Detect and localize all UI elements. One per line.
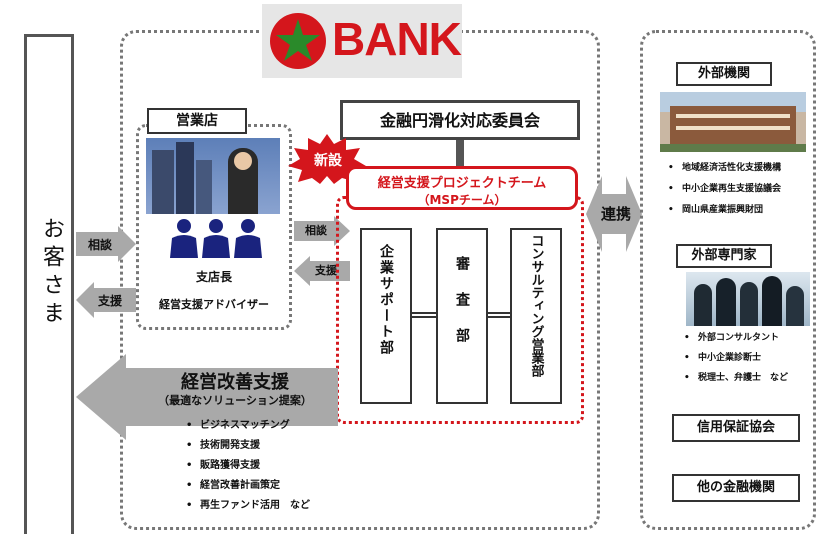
improvement-subtitle: （最適なソリューション提案） [158,394,312,407]
bank-logo-text: BANK [332,13,462,65]
other-banks-box: 他の金融機関 [672,474,800,502]
external-panel [640,30,816,530]
improvement-item: ビジネスマッチング [186,416,310,436]
committee-connector [456,140,464,166]
bank-logo-mark-icon [270,13,326,69]
external-orgs-photo [660,92,806,152]
credit-guarantee-box: 信用保証協会 [672,414,800,442]
customer-panel: お客さま [24,34,74,534]
external-experts-list: 外部コンサルタント 中小企業診断士 税理士、弁護士 など [684,328,788,388]
improvement-item: 再生ファンド活用 など [186,496,310,516]
support-arrow-left [76,282,136,318]
external-experts-photo [686,272,810,326]
dept-connector-1 [412,312,436,318]
project-team-title: 経営支援プロジェクトチーム [377,176,547,191]
external-org-item: 地域経済活性化支援機構 [668,158,781,179]
cooperation-arrow [586,176,642,252]
consult-arrow-right [76,226,136,262]
dept-consulting-sales: コンサルティング営業部 [510,228,562,404]
improvement-item: 経営改善計画策定 [186,476,310,496]
project-team-header: 経営支援プロジェクトチーム （MSPチーム） [346,166,578,210]
external-expert-item: 税理士、弁護士 など [684,368,788,388]
branch-photo [146,138,280,214]
cooperation-label: 連携 [600,205,631,223]
committee-box: 金融円滑化対応委員会 [340,100,580,140]
staff-icons [170,219,262,258]
bank-logo: BANK [262,4,462,78]
support-label-left: 支援 [97,294,122,308]
consult-label-mid: 相談 [305,224,327,237]
new-badge-label: 新設 [314,153,342,169]
branch-role-manager: 支店長 [195,270,232,284]
external-expert-item: 中小企業診断士 [684,348,788,368]
improvement-title: 経営改善支援 [181,372,289,393]
support-label-mid: 支援 [315,264,337,277]
dept-examination: 審査部 [436,228,488,404]
customer-label: お客さま [39,217,64,329]
dept-connector-2 [488,312,510,318]
external-experts-title: 外部専門家 [676,244,772,268]
improvement-item: 技術開発支援 [186,436,310,456]
external-org-item: 中小企業再生支援協議会 [668,179,781,200]
improvement-item: 販路獲得支援 [186,456,310,476]
branch-role-advisor: 経営支援アドバイザー [159,298,269,311]
external-expert-item: 外部コンサルタント [684,328,788,348]
external-org-item: 岡山県産業振興財団 [668,200,781,221]
project-team-subtitle: （MSPチーム） [417,193,507,207]
branch-title: 営業店 [147,108,247,134]
improvement-list: ビジネスマッチング 技術開発支援 販路獲得支援 経営改善計画策定 再生ファンド活… [186,416,310,516]
dept-corporate-support: 企業サポート部 [360,228,412,404]
external-orgs-list: 地域経済活性化支援機構 中小企業再生支援協議会 岡山県産業振興財団 [668,158,781,221]
external-orgs-title: 外部機関 [676,62,772,86]
consult-label-left: 相談 [87,238,112,252]
